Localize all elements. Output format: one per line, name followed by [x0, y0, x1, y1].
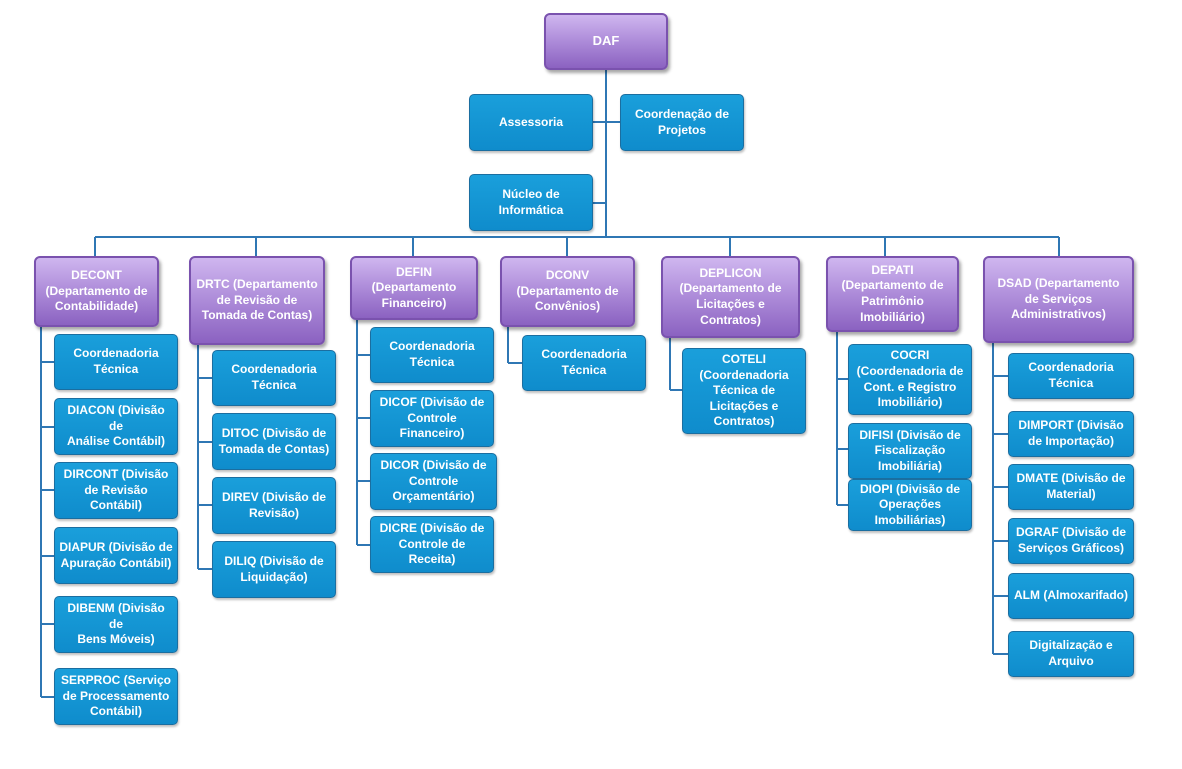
unit-dsad-coordenadoria: Coordenadoria Técnica: [1008, 353, 1134, 399]
unit-dconv-coordenadoria: Coordenadoria Técnica: [522, 335, 646, 391]
unit-dircont: DIRCONT (Divisão de Revisão Contábil): [54, 462, 178, 519]
unit-dibenm: DIBENM (Divisão de Bens Móveis): [54, 596, 178, 653]
unit-serproc: SERPROC (Serviço de Processamento Contáb…: [54, 668, 178, 725]
unit-dimport: DIMPORT (Divisão de Importação): [1008, 411, 1134, 457]
node-daf: DAF: [544, 13, 668, 70]
unit-defin-coordenadoria: Coordenadoria Técnica: [370, 327, 494, 383]
unit-ditoc: DITOC (Divisão de Tomada de Contas): [212, 413, 336, 470]
unit-dicre: DICRE (Divisão de Controle de Receita): [370, 516, 494, 573]
unit-dicof: DICOF (Divisão de Controle Financeiro): [370, 390, 494, 447]
dept-drtc: DRTC (Departamento de Revisão de Tomada …: [189, 256, 325, 345]
unit-diliq: DILIQ (Divisão de Liquidação): [212, 541, 336, 598]
unit-decont-coordenadoria: Coordenadoria Técnica: [54, 334, 178, 390]
unit-digitalizacao: Digitalização e Arquivo: [1008, 631, 1134, 677]
dept-deplicon: DEPLICON (Departamento de Licitações e C…: [661, 256, 800, 338]
unit-drtc-coordenadoria: Coordenadoria Técnica: [212, 350, 336, 406]
dept-decont: DECONT (Departamento de Contabilidade): [34, 256, 159, 327]
unit-dicor: DICOR (Divisão de Controle Orçamentário): [370, 453, 497, 510]
dept-depati: DEPATI (Departamento de Patrimônio Imobi…: [826, 256, 959, 332]
unit-direv: DIREV (Divisão de Revisão): [212, 477, 336, 534]
unit-dmate: DMATE (Divisão de Material): [1008, 464, 1134, 510]
dept-defin: DEFIN (Departamento Financeiro): [350, 256, 478, 320]
node-nucleo-informatica: Núcleo de Informática: [469, 174, 593, 231]
unit-difisi: DIFISI (Divisão de Fiscalização Imobiliá…: [848, 423, 972, 479]
dept-dsad: DSAD (Departamento de Serviços Administr…: [983, 256, 1134, 343]
unit-coteli: COTELI (Coordenadoria Técnica de Licitaç…: [682, 348, 806, 434]
unit-cocri: COCRI (Coordenadoria de Cont. e Registro…: [848, 344, 972, 415]
unit-diopi: DIOPI (Divisão de Operações Imobiliárias…: [848, 479, 972, 531]
unit-alm: ALM (Almoxarifado): [1008, 573, 1134, 619]
node-assessoria: Assessoria: [469, 94, 593, 151]
unit-diacon: DIACON (Divisão de Análise Contábil): [54, 398, 178, 455]
dept-dconv: DCONV (Departamento de Convênios): [500, 256, 635, 327]
unit-dgraf: DGRAF (Divisão de Serviços Gráficos): [1008, 518, 1134, 564]
unit-diapur: DIAPUR (Divisão de Apuração Contábil): [54, 527, 178, 584]
node-coordenacao-projetos: Coordenação de Projetos: [620, 94, 744, 151]
